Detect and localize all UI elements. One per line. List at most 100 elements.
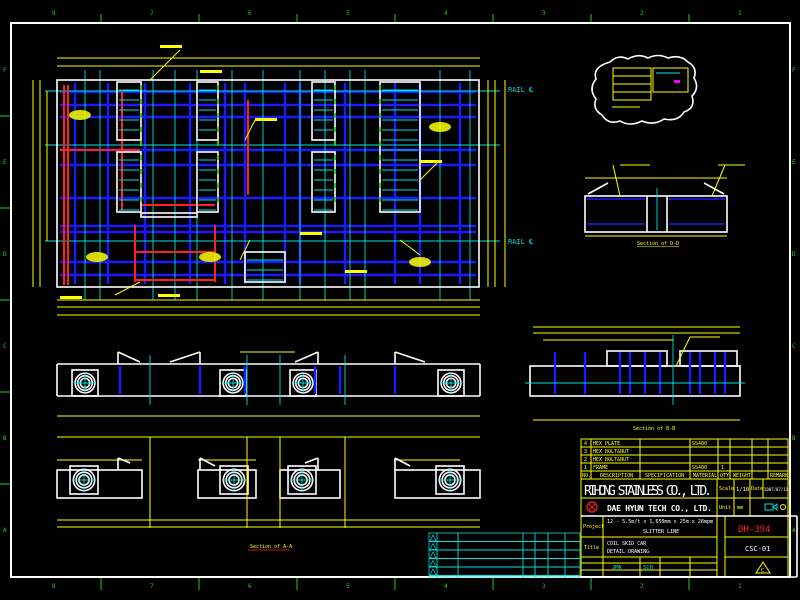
project-line2: SLITTER LINE: [643, 529, 679, 535]
part-number: 4: [584, 441, 587, 447]
zone-column-label-bottom: 1: [738, 583, 742, 590]
weld-mark: [334, 141, 336, 146]
leader-line: [149, 49, 181, 81]
column-stack: [196, 151, 219, 213]
zone-column-label-bottom: 2: [640, 583, 644, 590]
zone-column-label-top: 3: [542, 10, 546, 17]
anchor-plate: [435, 465, 465, 495]
weld-mark: [140, 85, 142, 90]
date-label: Date: [751, 486, 763, 492]
frame-segment: [56, 469, 143, 499]
weld-mark: [140, 197, 142, 202]
brace: [304, 457, 319, 464]
weld-mark: [379, 155, 381, 160]
revision-table: [428, 532, 581, 578]
drawing-number: DH-394: [738, 525, 771, 535]
leader-line: [239, 239, 251, 261]
anchor-plate: [71, 369, 99, 397]
column-stack: [379, 81, 421, 213]
part-material: SS400: [692, 465, 707, 471]
column-stack: [311, 81, 336, 141]
revision-mark: C: [761, 568, 764, 574]
weld-mark: [140, 183, 142, 188]
section-d-d-label: Section of D-D: [637, 241, 679, 247]
parts-header: REMARK: [770, 473, 788, 479]
column-stack: [244, 251, 286, 283]
weld-mark: [334, 99, 336, 104]
weld-mark: [217, 99, 219, 104]
callout-text-block: [158, 294, 180, 297]
weld-mark: [140, 113, 142, 118]
section-a-a-elevation: [56, 351, 481, 417]
weld-mark: [379, 141, 381, 146]
zone-row-label-left: E: [3, 159, 7, 166]
revision-triangle-icon: [429, 559, 437, 567]
section-a-a-label: Section of A-A: [250, 544, 292, 550]
zone-column-label-bottom: 3: [542, 583, 546, 590]
zone-column-label-top: 4: [444, 10, 448, 17]
column-stack: [116, 151, 142, 213]
part-number: 1: [584, 465, 587, 471]
unit-label: Unit: [719, 505, 731, 511]
checked-by: SCH: [643, 565, 653, 571]
zone-column-label-top: 1: [738, 10, 742, 17]
part-description: HEX PLATE: [593, 441, 620, 447]
weld-mark: [140, 127, 142, 132]
brace: [394, 457, 411, 467]
zone-row-label-right: B: [792, 435, 796, 442]
hatch-area: [86, 252, 108, 262]
weld-mark: [334, 169, 336, 174]
brace: [169, 351, 201, 363]
part-qty: 1: [721, 465, 724, 471]
brace: [199, 457, 216, 467]
projection-symbol-icon: [764, 503, 786, 511]
zone-row-label-left: B: [3, 435, 7, 442]
callout-text-block: [420, 160, 442, 163]
leader-line: [399, 239, 421, 256]
company-logo: [586, 501, 598, 513]
section-a-a: Section of A-A: [56, 436, 481, 551]
revision-triangle-icon: [755, 561, 771, 574]
part-description: HEX BOLT&NUT: [593, 449, 629, 455]
weld-mark: [334, 127, 336, 132]
section-d-d: Section of D-D: [584, 164, 745, 247]
weld-mark: [379, 99, 381, 104]
weld-mark: [334, 113, 336, 118]
part-number: 3: [584, 449, 587, 455]
zone-column-label-top: 6: [248, 10, 252, 17]
scale-value: 1/10: [736, 487, 749, 493]
zone-column-label-top: 2: [640, 10, 644, 17]
plan-outline: [56, 79, 480, 288]
plan-view: RAIL ℄ RAIL ℄: [32, 45, 534, 316]
anchor-plate: [219, 465, 249, 495]
parts-header: SPECIFICATION: [645, 473, 684, 479]
weld-mark: [140, 141, 142, 146]
parts-header: MATERIAL: [693, 473, 717, 479]
hatch-area: [69, 110, 91, 120]
callout-text-block: [300, 232, 322, 235]
column-stack: [311, 151, 336, 213]
weld-mark: [140, 169, 142, 174]
frame-segment: [394, 469, 481, 499]
zone-row-label-right: E: [792, 159, 796, 166]
weld-mark: [379, 113, 381, 118]
part-material: SS400: [692, 441, 707, 447]
hatch-area: [409, 257, 431, 267]
section-b-b: Section of B-B: [525, 326, 745, 432]
zone-column-label-top: 8: [52, 10, 56, 17]
zone-column-label-top: 5: [346, 10, 350, 17]
weld-mark: [217, 169, 219, 174]
anchor-plate: [437, 369, 465, 397]
weld-mark: [217, 141, 219, 146]
column-stack: [196, 81, 219, 141]
brace: [394, 351, 426, 363]
unit-value: mm: [737, 505, 743, 511]
sheet-number: CSC-01: [745, 545, 770, 553]
brace: [117, 351, 141, 363]
leader-line: [114, 281, 141, 296]
zone-row-label-right: F: [792, 67, 796, 74]
date-value: 2007/07/11: [764, 487, 789, 492]
weld-mark: [217, 85, 219, 90]
